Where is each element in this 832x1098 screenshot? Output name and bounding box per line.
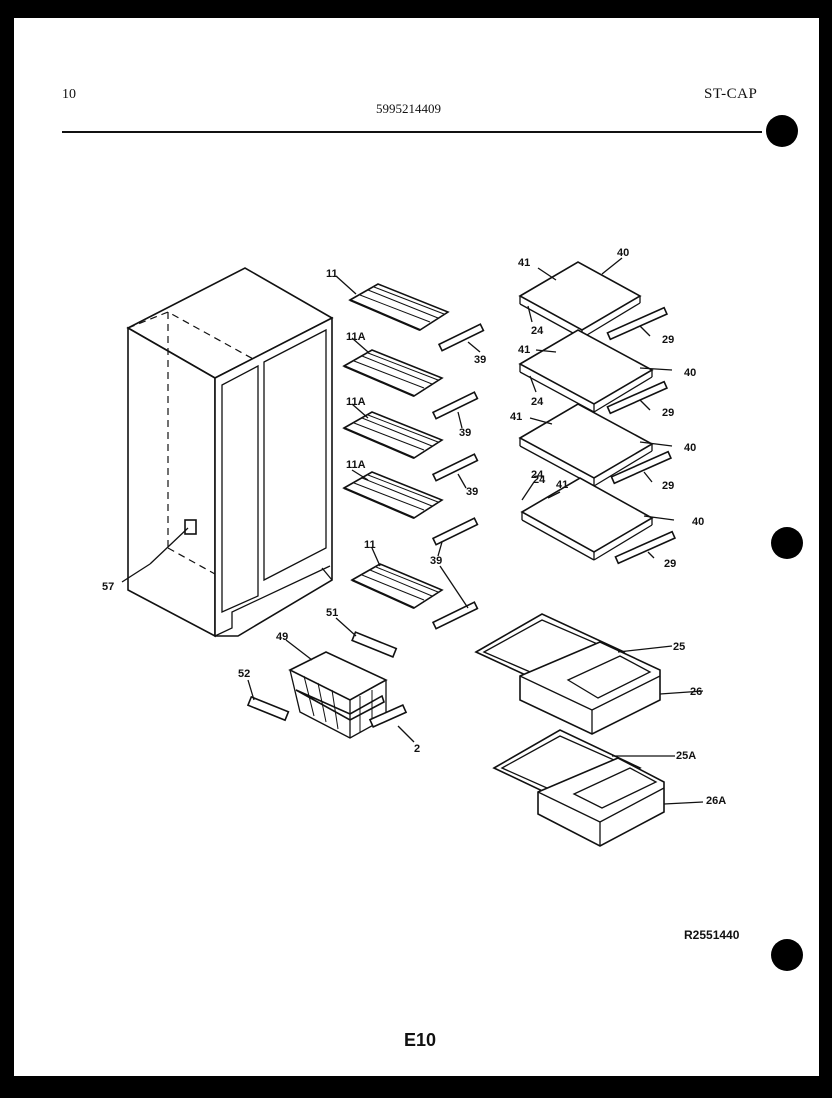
cabinet-drawing	[126, 267, 334, 638]
callout-shelf-support-2: 24	[531, 396, 544, 408]
callout-glass-trim-2: 29	[662, 407, 674, 419]
callout-shelf-support-4: 24	[533, 474, 546, 486]
page-id: E10	[404, 1030, 437, 1050]
wire-shelf-4	[342, 471, 444, 520]
wire-shelf-1	[348, 283, 450, 332]
basket-assembly	[121, 275, 415, 743]
callout-glass-edge-2: 41	[518, 344, 530, 356]
callout-cabinet-part: 57	[102, 581, 114, 593]
callout-pan-cover-lower: 25A	[676, 750, 696, 762]
page-number: 10	[62, 87, 76, 102]
model-number: 5995214409	[376, 101, 441, 116]
callout-shelf-a1: 11A	[346, 331, 366, 343]
callout-basket-rail: 2	[414, 743, 420, 755]
callout-bracket: 52	[238, 668, 250, 680]
callout-retainer: 51	[326, 607, 338, 619]
wire-shelf-5	[350, 563, 444, 610]
callout-pan-upper: 26	[690, 686, 702, 698]
callout-glass-trim-4: 29	[664, 558, 676, 570]
callout-shelf-a3: 11A	[346, 459, 366, 471]
shelf-trims	[431, 323, 485, 630]
callout-glass-trim-3: 29	[662, 480, 674, 492]
callout-glass-shelf-2: 40	[684, 367, 696, 379]
callout-trim-4: 39	[430, 555, 442, 567]
catalog-code: ST-CAP	[704, 86, 758, 102]
callout-labels: 11 11A 11A 11A 11 39 39 39 39 57 51 49 5…	[102, 247, 726, 807]
pan-upper	[519, 641, 661, 735]
callout-glass-trim-1: 29	[662, 334, 674, 346]
glass-shelf-1	[518, 261, 642, 339]
binder-hole-middle	[771, 527, 803, 559]
reference-code: R2551440	[684, 928, 740, 942]
callout-glass-edge-1: 41	[518, 257, 530, 269]
glass-shelves	[518, 257, 677, 565]
callout-pan-cover-upper: 25	[673, 641, 685, 653]
callout-shelf-top: 11	[326, 268, 338, 280]
callout-shelf-support-3: 24	[531, 469, 544, 481]
callout-basket: 49	[276, 631, 288, 643]
wire-shelf-2	[342, 349, 444, 398]
callout-pan-lower: 26A	[706, 795, 726, 807]
callout-trim-3: 39	[466, 486, 478, 498]
wire-shelves	[342, 283, 450, 610]
crisper-pans	[474, 613, 704, 847]
pan-lower	[537, 757, 665, 847]
callout-shelf-bottom: 11	[364, 539, 376, 551]
callout-trim-1: 39	[474, 354, 486, 366]
wire-shelf-3	[342, 411, 444, 460]
parts-diagram-sheet: 10 5995214409 ST-CAP	[14, 18, 819, 1076]
header-rule	[62, 131, 762, 133]
callout-glass-shelf-4: 40	[692, 516, 704, 528]
binder-hole-top	[766, 115, 798, 147]
callout-shelf-support-1: 24	[531, 325, 544, 337]
callout-glass-shelf-1: 40	[617, 247, 629, 259]
callout-glass-shelf-3: 40	[684, 442, 696, 454]
callout-shelf-a2: 11A	[346, 396, 366, 408]
glass-shelf-4	[520, 477, 654, 561]
exploded-view-diagram: 11 11A 11A 11A 11 39 39 39 39 57 51 49 5…	[102, 247, 726, 847]
callout-trim-2: 39	[459, 427, 471, 439]
callout-glass-edge-4: 41	[556, 479, 568, 491]
callout-glass-edge-3: 41	[510, 411, 522, 423]
binder-hole-bottom	[771, 939, 803, 971]
